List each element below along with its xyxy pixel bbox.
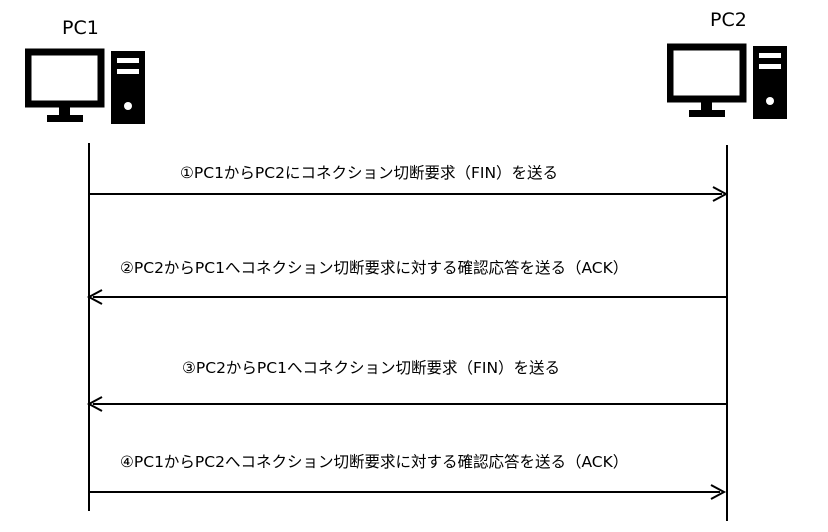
pc2-computer-icon	[667, 43, 787, 119]
arrow-3	[86, 396, 727, 412]
message-4-label: ④PC1からPC2へコネクション切断要求に対する確認応答を送る（ACK）	[120, 453, 629, 471]
message-1-label: ①PC1からPC2にコネクション切断要求（FIN）を送る	[180, 164, 559, 182]
message-3-label: ③PC2からPC1へコネクション切断要求（FIN）を送る	[182, 359, 561, 377]
arrow-1	[89, 186, 729, 202]
pc1-computer-icon	[25, 48, 145, 124]
pc1-label: PC1	[62, 17, 99, 39]
pc1-lifeline	[88, 143, 90, 511]
pc2-lifeline	[726, 145, 728, 521]
arrow-2	[86, 289, 727, 305]
pc2-label: PC2	[710, 9, 747, 31]
message-2-label: ②PC2からPC1へコネクション切断要求に対する確認応答を送る（ACK）	[120, 259, 629, 277]
arrow-4	[89, 484, 727, 500]
